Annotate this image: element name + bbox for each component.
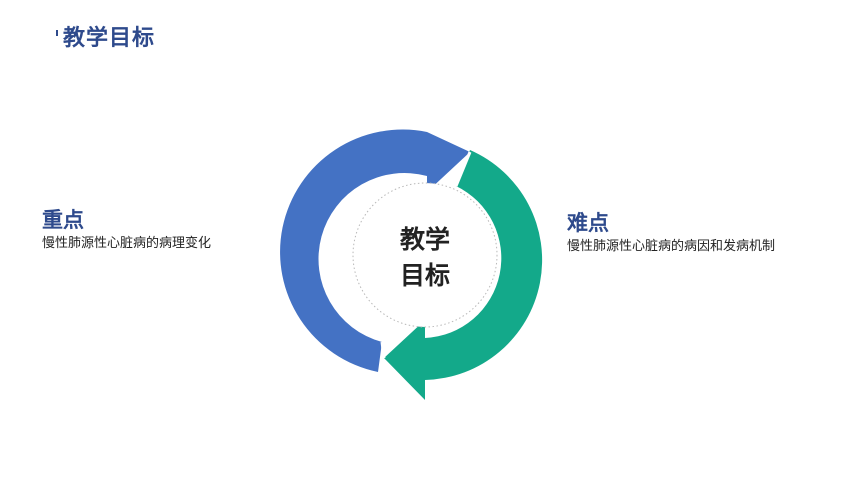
difficult-point-text: 慢性肺源性心脏病的病因和发病机制 [567, 239, 776, 254]
center-label: 教学 目标 [370, 222, 480, 294]
blue-cycle-arrow [280, 129, 470, 372]
difficult-point-block: 难点 慢性肺源性心脏病的病因和发病机制 [567, 209, 775, 257]
key-point-block: 重点 慢性肺源性心脏病的病理变化 [42, 206, 211, 254]
center-label-line2: 目标 [399, 261, 450, 290]
inner-dotted-circle [352, 182, 498, 328]
title-accent-mark [56, 30, 58, 36]
difficult-point-heading: 难点 [567, 211, 609, 235]
slide-title: 教学目标 [63, 26, 156, 51]
green-cycle-arrow [384, 150, 543, 400]
key-point-heading: 重点 [42, 208, 84, 232]
center-label-line1: 教学 [399, 225, 450, 254]
key-point-text: 慢性肺源性心脏病的病理变化 [42, 236, 212, 251]
